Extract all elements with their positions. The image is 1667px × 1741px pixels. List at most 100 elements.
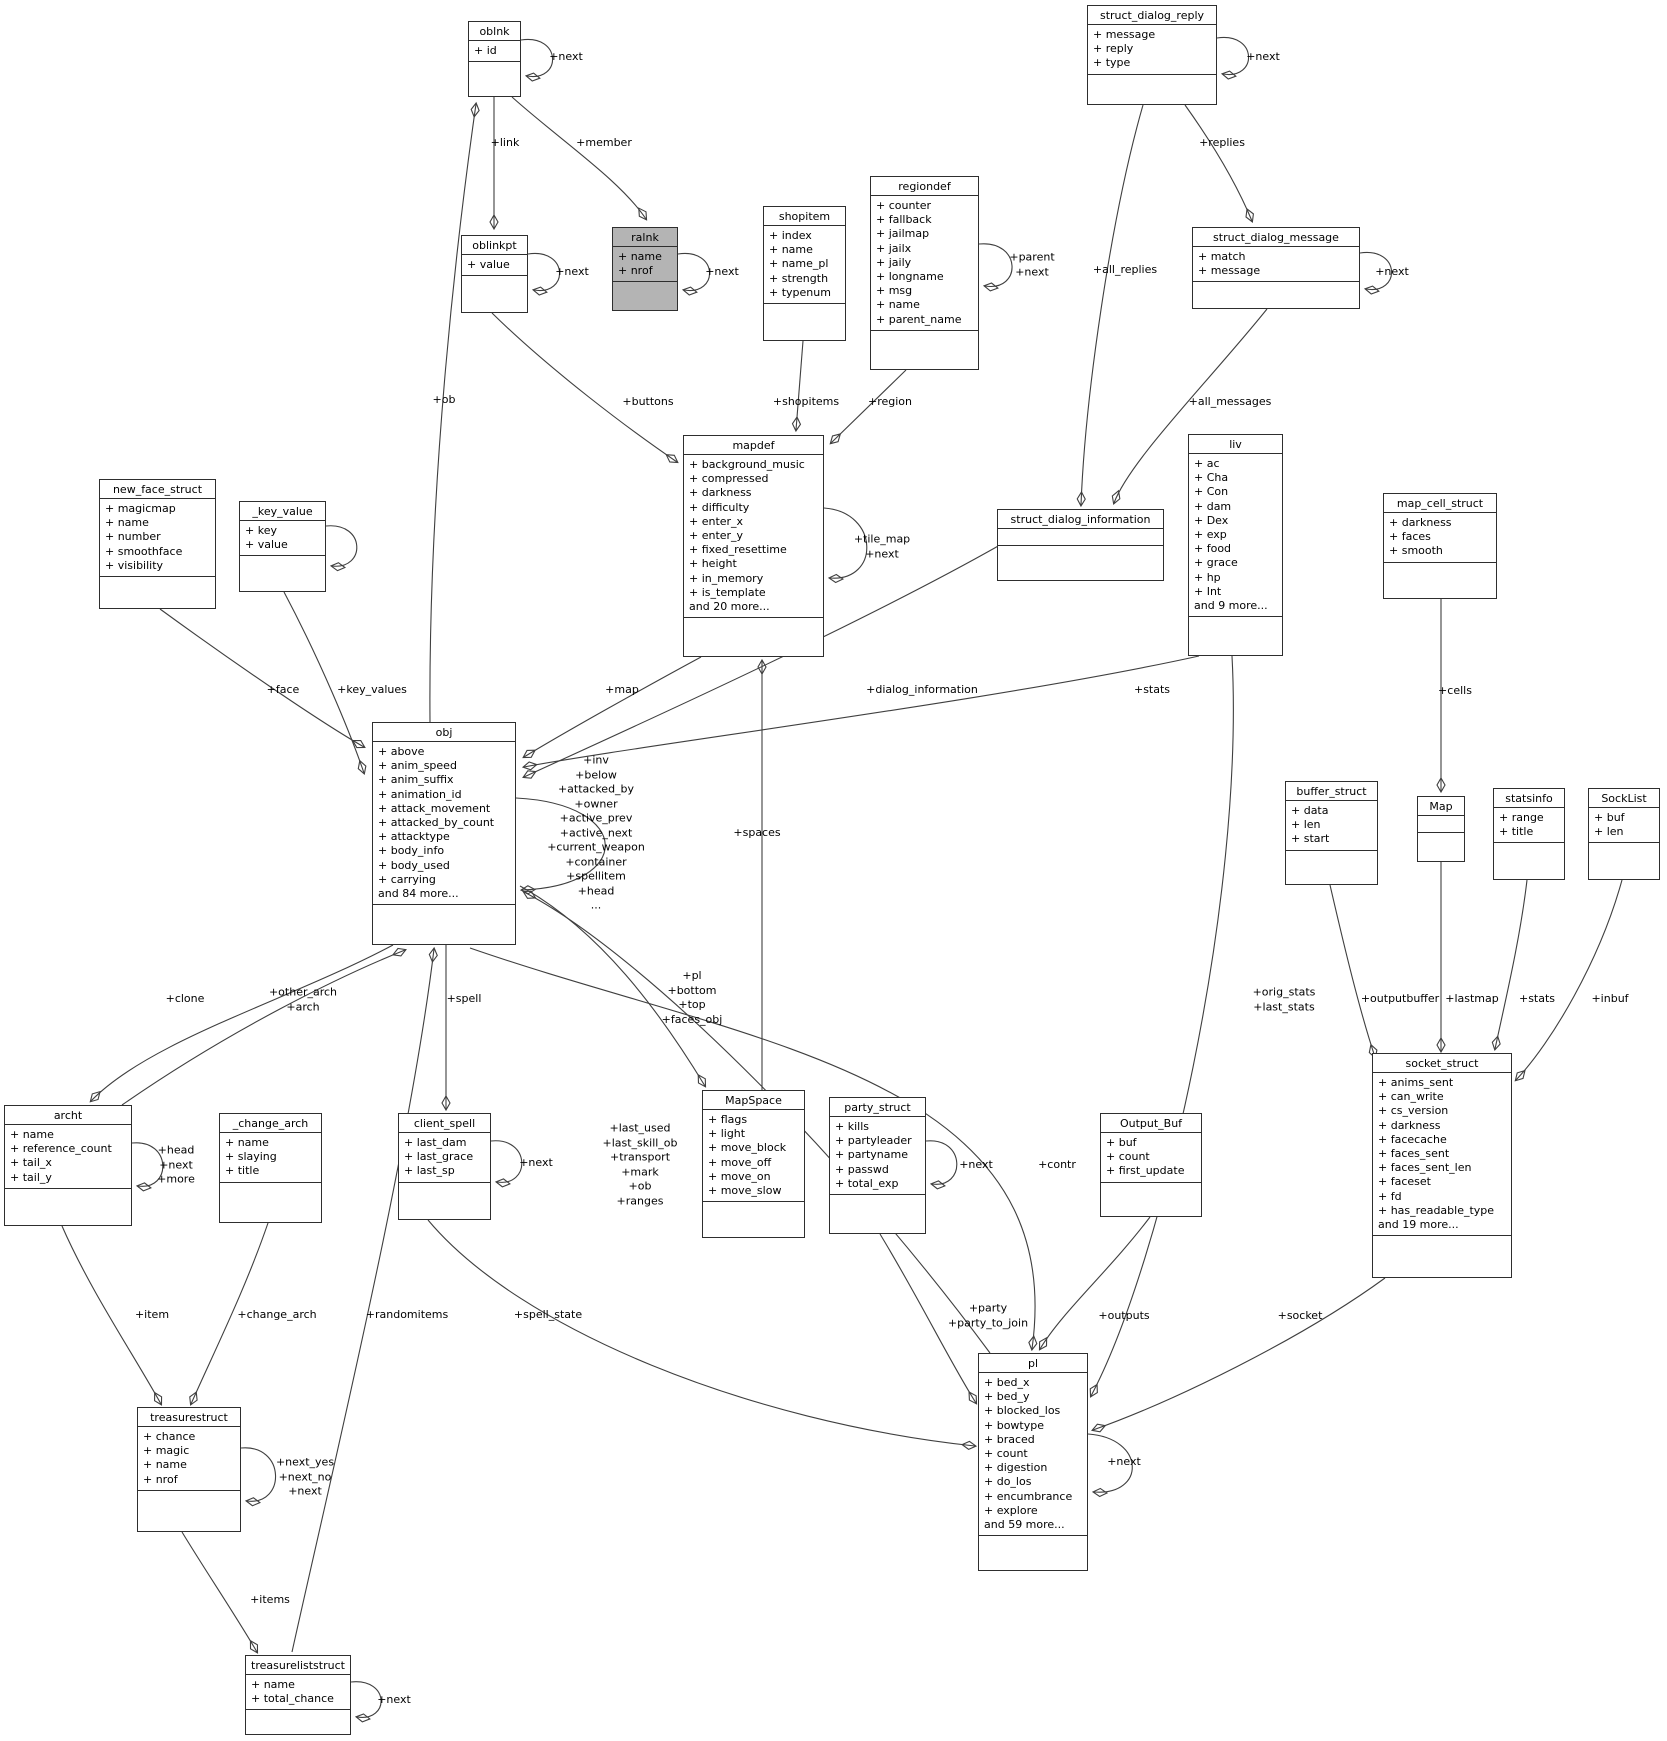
edge-label-line: +stats xyxy=(1133,682,1171,696)
class-node-statsinfo[interactable]: statsinfo+ range+ title xyxy=(1493,788,1565,880)
class-attribute: + len xyxy=(1594,825,1624,839)
class-empty-section xyxy=(613,282,677,310)
edge-label-dialog-information: +dialog_information xyxy=(866,683,978,698)
class-attribute: + total_exp xyxy=(835,1176,899,1190)
class-attribute: + carrying xyxy=(378,872,436,886)
selfloop-treasureliststruct-next xyxy=(350,1681,382,1723)
class-title: struct_dialog_reply xyxy=(1088,6,1216,25)
class-title: socket_struct xyxy=(1373,1054,1511,1073)
edge-label-party-party-to-join: +party+party_to_join xyxy=(948,1302,1028,1331)
edge-label-line: +tile_map xyxy=(853,532,911,546)
edge-label-tile-map-next: +tile_map+next xyxy=(854,533,910,562)
edge-change-arch xyxy=(189,1222,269,1406)
class-attribute: + start xyxy=(1291,832,1330,846)
class-attribute: + range xyxy=(1499,811,1544,824)
class-attribute: + body_used xyxy=(378,858,450,872)
edge-label-line: +transport xyxy=(609,1150,671,1164)
class-node-treasurestruct[interactable]: treasurestruct+ chance+ magic+ name+ nro… xyxy=(137,1407,241,1532)
edge-items xyxy=(181,1531,259,1654)
class-node-_key_value[interactable]: _key_value+ key+ value xyxy=(239,501,326,592)
class-attribute: + len xyxy=(1291,818,1321,832)
class-node-map_cell_struct[interactable]: map_cell_struct+ darkness+ faces+ smooth xyxy=(1383,493,1497,599)
class-attribute: + partyname xyxy=(835,1148,908,1162)
class-node-pl[interactable]: pl+ bed_x+ bed_y+ blocked_los+ bowtype+ … xyxy=(978,1353,1088,1571)
class-attribute: + visibility xyxy=(105,558,164,572)
class-node-client_spell[interactable]: client_spell+ last_dam+ last_grace+ last… xyxy=(398,1113,491,1220)
edge-label-line: +randomitems xyxy=(365,1307,449,1321)
class-node-buffer_struct[interactable]: buffer_struct+ data+ len+ start xyxy=(1285,781,1378,885)
class-empty-section xyxy=(1384,563,1496,598)
class-attribute: + height xyxy=(689,557,737,571)
class-node-new_face_struct[interactable]: new_face_struct+ magicmap+ name+ number+… xyxy=(99,479,216,609)
class-attribute: + smoothface xyxy=(105,544,183,558)
edge-member xyxy=(511,96,648,221)
class-node-archt[interactable]: archt+ name+ reference_count+ tail_x+ ta… xyxy=(4,1105,132,1226)
edge-label-line: +next xyxy=(377,1692,411,1706)
edge-label-orig-stats-last-stats: +orig_stats+last_stats xyxy=(1253,986,1316,1015)
class-attributes: + kills+ partyleader+ partyname+ passwd+… xyxy=(830,1117,925,1196)
class-node-SockList[interactable]: SockList+ buf+ len xyxy=(1588,788,1660,880)
class-node-oblnk[interactable]: oblnk+ id xyxy=(468,21,521,97)
class-node-struct_dialog_reply[interactable]: struct_dialog_reply+ message+ reply+ typ… xyxy=(1087,5,1217,105)
class-node-ralnk[interactable]: ralnk+ name+ nrof xyxy=(612,227,678,311)
class-attribute: + anim_suffix xyxy=(378,773,454,787)
selfloop-regiondef-parent-next xyxy=(978,243,1013,292)
class-attributes xyxy=(1418,816,1464,833)
class-attribute: + ac xyxy=(1194,457,1220,470)
class-attribute: + enter_x xyxy=(689,514,744,528)
class-node-struct_dialog_information[interactable]: struct_dialog_information xyxy=(997,509,1164,581)
edge-label-cells: +cells xyxy=(1438,684,1472,699)
edge-label-other-arch-arch: +other_arch+arch xyxy=(269,986,337,1015)
class-node-oblinkpt[interactable]: oblinkpt+ value xyxy=(461,235,528,313)
edge-label-mapspace-obj: +pl+bottom+top+faces_obj xyxy=(662,969,723,1027)
class-attributes: + flags+ light+ move_block+ move_off+ mo… xyxy=(703,1110,804,1203)
edge-label-line: +mark xyxy=(621,1165,659,1178)
class-attribute: + flags xyxy=(708,1113,748,1126)
class-node-MapSpace[interactable]: MapSpace+ flags+ light+ move_block+ move… xyxy=(702,1090,805,1238)
class-empty-section xyxy=(830,1195,925,1233)
edge-label-line: +pl xyxy=(682,969,702,982)
class-node-party_struct[interactable]: party_struct+ kills+ partyleader+ partyn… xyxy=(829,1097,926,1234)
edge-label-lastmap: +lastmap xyxy=(1445,992,1499,1007)
edge-label-replies: +replies xyxy=(1199,136,1245,151)
edge-label-contr: +contr xyxy=(1038,1158,1076,1173)
class-node-treasureliststruct[interactable]: treasureliststruct+ name+ total_chance xyxy=(245,1655,351,1735)
class-attribute: + Dex xyxy=(1194,513,1229,527)
class-attribute: + has_readable_type xyxy=(1378,1203,1495,1217)
class-attribute: and 9 more... xyxy=(1194,599,1268,613)
class-node-Output_Buf[interactable]: Output_Buf+ buf+ count+ first_update xyxy=(1100,1113,1202,1217)
edge-label-item: +item xyxy=(135,1308,169,1323)
class-attribute: + name xyxy=(143,1458,187,1472)
class-attribute: + first_update xyxy=(1106,1164,1185,1178)
class-attribute: + jailx xyxy=(876,241,912,255)
class-attribute: + digestion xyxy=(984,1461,1048,1475)
selfloop-party-next xyxy=(925,1140,958,1190)
edge-label-line: +attacked_by xyxy=(557,782,635,796)
class-node-_change_arch[interactable]: _change_arch+ name+ slaying+ title xyxy=(219,1113,322,1223)
edge-label-line: +head xyxy=(577,883,615,897)
class-node-liv[interactable]: liv+ ac+ Cha+ Con+ dam+ Dex+ exp+ food+ … xyxy=(1188,434,1283,656)
class-attribute: and 84 more... xyxy=(378,887,459,901)
edge-label-line: +next xyxy=(959,1157,993,1171)
class-title: treasurestruct xyxy=(138,1408,240,1427)
class-node-Map[interactable]: Map xyxy=(1417,796,1465,862)
class-node-obj[interactable]: obj+ above+ anim_speed+ anim_suffix+ ani… xyxy=(372,722,516,945)
edge-label-line: +next xyxy=(1107,1454,1141,1468)
edge-label-line: +lastmap xyxy=(1445,991,1499,1005)
class-attribute: + match xyxy=(1198,250,1246,263)
edge-label-shopitems: +shopitems xyxy=(773,395,839,410)
edge-label-line: +cells xyxy=(1438,683,1472,697)
edge-label-line: +party_to_join xyxy=(947,1316,1029,1329)
class-node-struct_dialog_message[interactable]: struct_dialog_message+ match+ message xyxy=(1192,227,1360,309)
class-attribute: + count xyxy=(1106,1150,1150,1164)
class-node-socket_struct[interactable]: socket_struct+ anims_sent+ can_write+ cs… xyxy=(1372,1053,1512,1278)
edge-label-line: +spell_state xyxy=(513,1307,583,1321)
edge-label-head-next-more: +head+next+more xyxy=(157,1143,195,1187)
selfloop-struct-dialog-reply-next xyxy=(1216,37,1250,80)
edge-party xyxy=(879,1233,978,1405)
class-node-shopitem[interactable]: shopitem+ index+ name+ name_pl+ strength… xyxy=(763,206,846,341)
class-attribute: + name xyxy=(251,1678,295,1691)
class-attribute: + fixed_resettime xyxy=(689,543,787,557)
class-node-mapdef[interactable]: mapdef+ background_music+ compressed+ da… xyxy=(683,435,824,657)
class-node-regiondef[interactable]: regiondef+ counter+ fallback+ jailmap+ j… xyxy=(870,176,979,370)
